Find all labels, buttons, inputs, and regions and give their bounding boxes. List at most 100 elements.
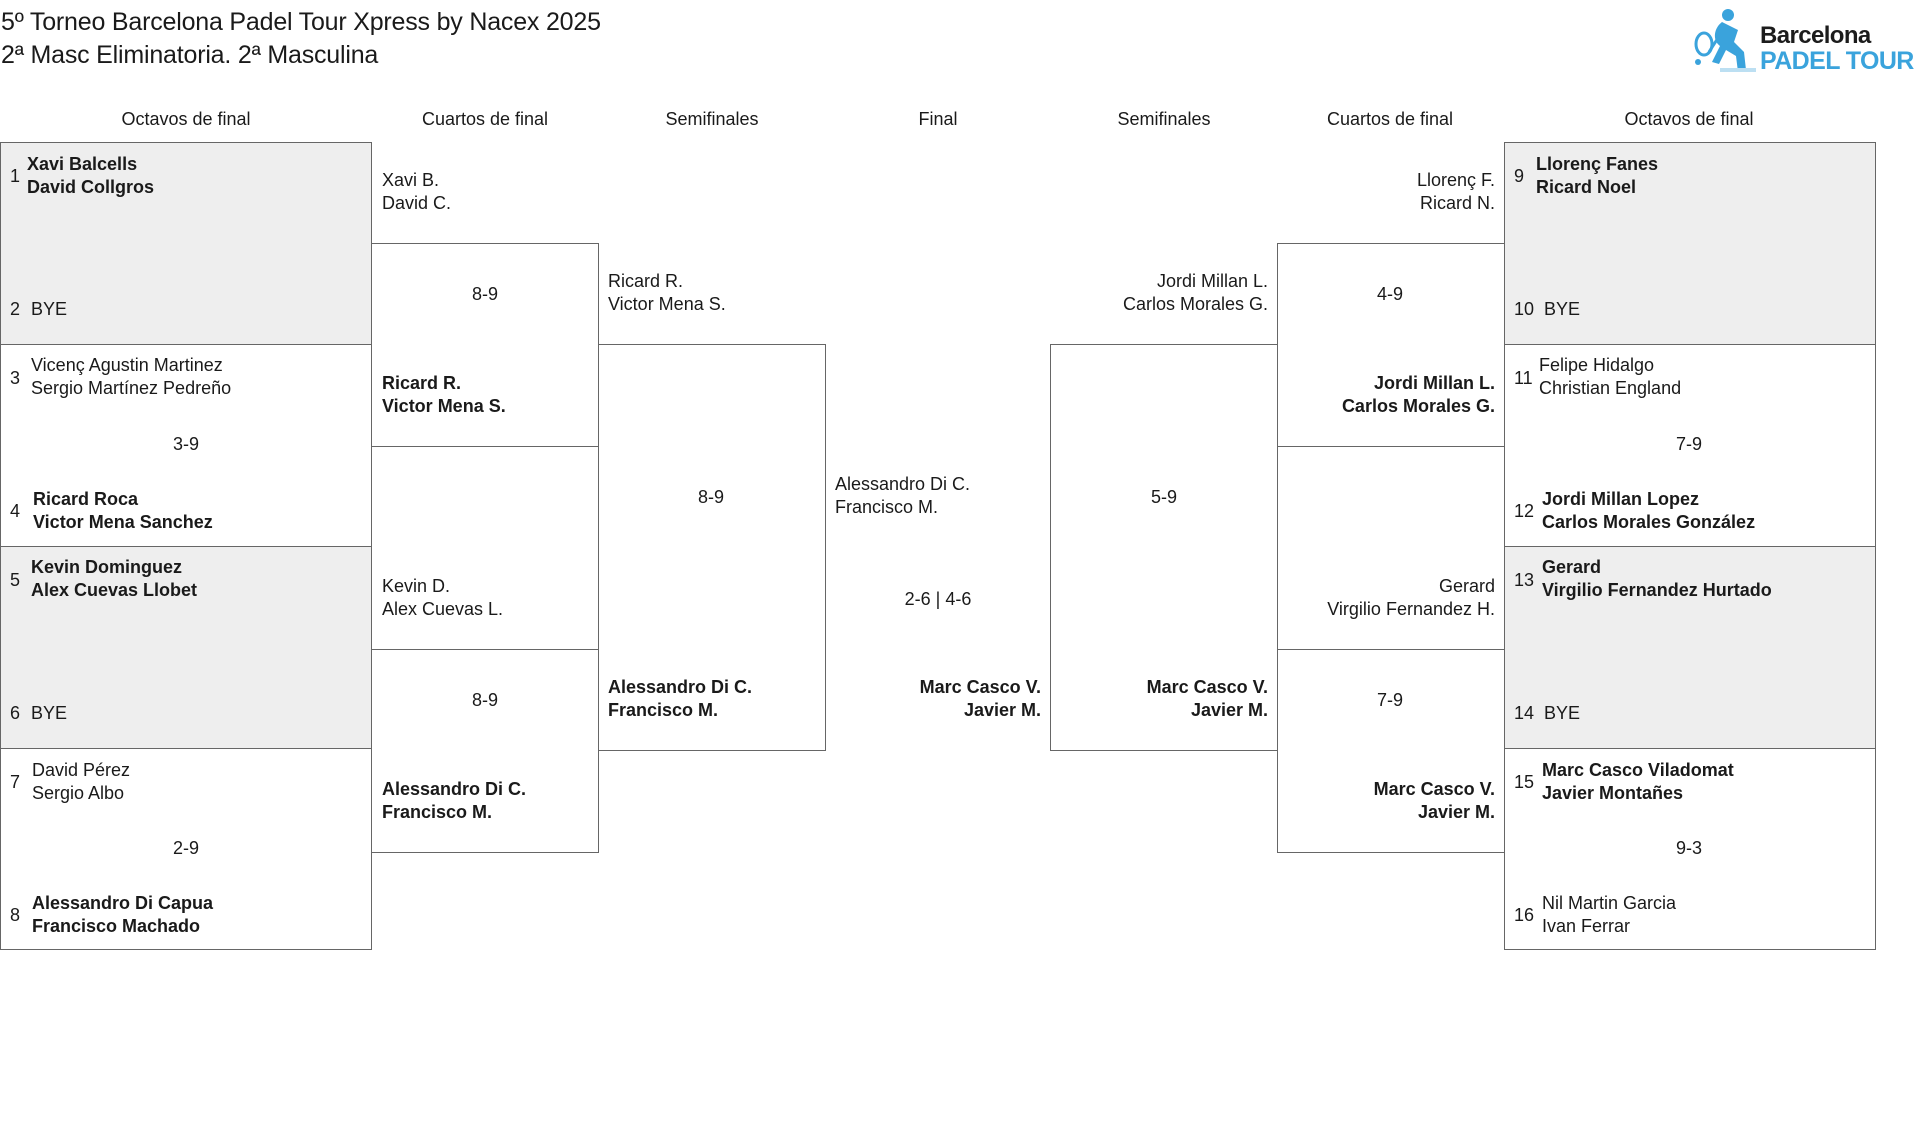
seed-number: 4	[10, 501, 21, 521]
seed-number: 12	[1514, 501, 1535, 521]
round-header-qf-right: Cuartos de final	[1326, 109, 1454, 129]
player-name: Llorenç F.	[1416, 170, 1495, 190]
match-score: 3-9	[172, 434, 200, 454]
player-name: David C.	[382, 193, 452, 213]
player-name: Victor Mena S.	[608, 294, 726, 314]
player-name: Victor Mena S.	[382, 396, 506, 416]
match-score: 2-9	[172, 838, 200, 858]
player-name: Xavi B.	[382, 170, 440, 190]
player-name: Ricard R.	[382, 373, 462, 393]
padel-player-icon	[1694, 9, 1756, 72]
bye-label: BYE	[1544, 703, 1581, 723]
player-name: Ricard Roca	[33, 489, 139, 509]
player-name: Nil Martin Garcia	[1542, 893, 1677, 913]
player-name: Javier Montañes	[1542, 783, 1684, 803]
match-score: 7-9	[1675, 434, 1703, 454]
match-box-sf-left	[598, 344, 826, 751]
seed-number: 16	[1514, 905, 1535, 925]
player-name: Kevin Dominguez	[31, 557, 183, 577]
player-name: Victor Mena Sanchez	[33, 512, 213, 532]
player-name: Llorenç Fanes	[1536, 154, 1659, 174]
player-name: Gerard	[1542, 557, 1602, 577]
final-score: 2-6 | 4-6	[904, 589, 972, 609]
match-box-sf-right	[1050, 344, 1278, 751]
seed-number: 15	[1514, 772, 1535, 792]
seed-number: 2	[10, 299, 21, 319]
seed-number: 1	[10, 166, 21, 186]
match-score: 8-9	[471, 284, 499, 304]
seed-number: 10	[1514, 299, 1535, 319]
seed-number: 8	[10, 905, 21, 925]
match-score: 7-9	[1376, 690, 1404, 710]
champion-name: Marc Casco V.	[919, 677, 1041, 697]
player-name: Marc Casco V.	[1373, 779, 1495, 799]
match-box-r16-r4	[1504, 748, 1876, 950]
tournament-title: 5º Torneo Barcelona Padel Tour Xpress by…	[1, 8, 601, 36]
player-name: Vicenç Agustin Martinez	[31, 355, 223, 375]
round-header-qf-left: Cuartos de final	[421, 109, 549, 129]
player-name: Jordi Millan Lopez	[1542, 489, 1700, 509]
barcelona-padel-tour-logo: Barcelona PADEL TOUR	[1692, 6, 1920, 78]
player-name: Alessandro Di Capua	[32, 893, 214, 913]
seed-number: 3	[10, 368, 21, 388]
player-name: Kevin D.	[382, 576, 451, 596]
match-box-r16-l1	[0, 142, 372, 345]
round-header-final: Final	[918, 109, 958, 129]
player-name: Jordi Millan L.	[1373, 373, 1495, 393]
match-score: 8-9	[471, 690, 499, 710]
seed-number: 9	[1514, 166, 1525, 186]
player-name: Carlos Morales G.	[1341, 396, 1495, 416]
player-name: Francisco M.	[382, 802, 493, 822]
player-name: Francisco M.	[608, 700, 719, 720]
champion-name: Javier M.	[963, 700, 1041, 720]
player-name: Sergio Albo	[32, 783, 125, 803]
player-name: Francisco Machado	[32, 916, 201, 936]
player-name: Javier M.	[1417, 802, 1495, 822]
player-name: David Pérez	[32, 760, 131, 780]
match-score: 8-9	[697, 487, 725, 507]
player-name: Ricard R.	[608, 271, 684, 291]
match-score: 9-3	[1675, 838, 1703, 858]
player-name: Sergio Martínez Pedreño	[31, 378, 232, 398]
round-header-sf-right: Semifinales	[1117, 109, 1211, 129]
player-name: David Collgros	[27, 177, 155, 197]
seed-number: 14	[1514, 703, 1535, 723]
bye-label: BYE	[31, 703, 68, 723]
seed-number: 11	[1514, 368, 1533, 388]
round-header-r16-right: Octavos de final	[1624, 109, 1754, 129]
match-score: 4-9	[1376, 284, 1404, 304]
seed-number: 5	[10, 570, 21, 590]
player-name: Alessandro Di C.	[608, 677, 753, 697]
bye-label: BYE	[31, 299, 68, 319]
player-name: Gerard	[1438, 576, 1495, 596]
player-name: Ricard N.	[1419, 193, 1495, 213]
player-name: Alex Cuevas L.	[382, 599, 504, 619]
player-name: Carlos Morales González	[1542, 512, 1756, 532]
seed-number: 6	[10, 703, 21, 723]
player-name: Alex Cuevas Llobet	[31, 580, 198, 600]
round-header-sf-left: Semifinales	[665, 109, 759, 129]
player-name: Ricard Noel	[1536, 177, 1637, 197]
match-box-r16-r3	[1504, 546, 1876, 749]
match-box-r16-l3	[0, 546, 372, 749]
player-name: Francisco M.	[835, 497, 939, 517]
logo-text-padel-tour: PADEL TOUR	[1760, 47, 1914, 75]
match-box-qf-l2	[371, 649, 599, 853]
player-name: Alessandro Di C.	[835, 474, 971, 494]
logo-text-barcelona: Barcelona	[1760, 22, 1871, 49]
player-name: Xavi Balcells	[27, 154, 138, 174]
player-name: Alessandro Di C.	[382, 779, 527, 799]
player-name: Ivan Ferrar	[1542, 916, 1631, 936]
match-box-r16-r1	[1504, 142, 1876, 345]
seed-number: 7	[10, 772, 21, 792]
player-name: Virgilio Fernandez Hurtado	[1542, 580, 1772, 600]
player-name: Marc Casco V.	[1146, 677, 1268, 697]
player-name: Jordi Millan L.	[1156, 271, 1268, 291]
player-name: Carlos Morales G.	[1122, 294, 1268, 314]
match-score: 5-9	[1150, 487, 1178, 507]
player-name: Marc Casco Viladomat	[1542, 760, 1734, 780]
category-subtitle: 2ª Masc Eliminatoria. 2ª Masculina	[1, 41, 379, 69]
bye-label: BYE	[1544, 299, 1581, 319]
round-header-r16-left: Octavos de final	[121, 109, 251, 129]
player-name: Felipe Hidalgo	[1539, 355, 1655, 375]
